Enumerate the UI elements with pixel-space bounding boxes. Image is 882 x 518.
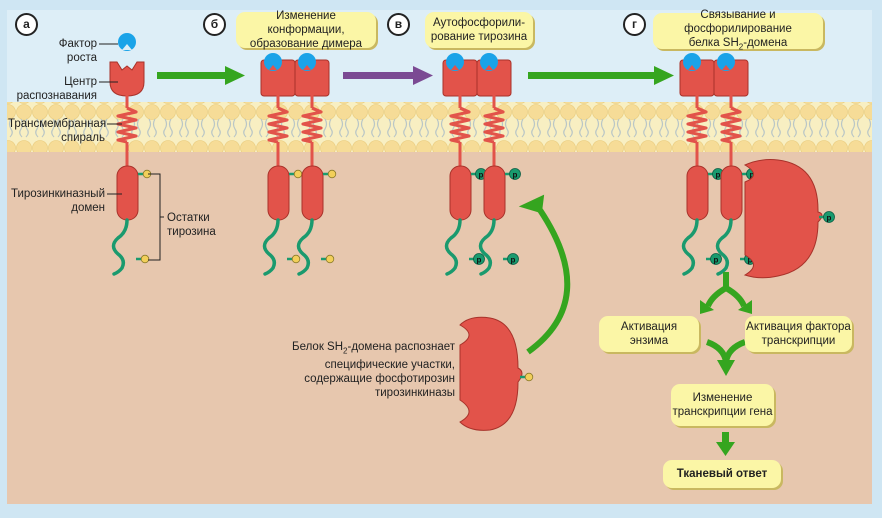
transmembrane-helix: [720, 106, 742, 144]
phosphate-label: p: [513, 171, 518, 180]
recognition-center: [109, 61, 145, 97]
caption-dimerization: Изменение конформации,образование димера: [236, 10, 376, 50]
growth-factor-icon: [683, 53, 701, 71]
receptor-monomer: [109, 33, 152, 276]
tyrosine-kinase-domain: [686, 165, 709, 221]
growth-factor-icon: [480, 53, 498, 71]
growth-factor-icon: [298, 53, 316, 71]
tyrosine-kinase-domain: [267, 165, 290, 221]
flow-arrow-merge: [705, 339, 747, 376]
transmembrane-helix: [267, 106, 289, 144]
phosphate-label: p: [748, 256, 753, 265]
phosphate-label: p: [714, 256, 719, 265]
panel-letter-a: а: [15, 13, 38, 36]
phosphate-label: p: [511, 256, 516, 265]
tyrosine-residue-icon: [293, 169, 303, 179]
phosphate-icon: [473, 253, 485, 265]
receptor-tail: [444, 218, 462, 276]
leader-lines: [99, 43, 164, 261]
phosphate-label: p: [479, 171, 484, 180]
transmembrane-helix: [483, 106, 505, 144]
curved-arrow-sh2: [518, 194, 571, 355]
growth-factor-icon: [717, 53, 735, 71]
label-sh2-recognition: Белок SH2-домена распознает специфически…: [292, 341, 455, 400]
tyrosine-residue-icon: [291, 254, 301, 264]
tyrosine-residue-icon: [524, 372, 534, 382]
sh2-protein-free: [459, 316, 534, 431]
sh2-protein-bound: p: [743, 159, 835, 279]
tyrosine-residue-icon: [140, 254, 150, 264]
tyrosine-kinase-domain: [449, 165, 472, 221]
receptor-tail: [681, 218, 699, 276]
receptor-tail: [111, 218, 129, 276]
box-tissue-response: Тканевый ответ: [663, 460, 781, 488]
transmembrane-helix: [686, 106, 708, 144]
transmembrane-helix: [301, 106, 323, 144]
phosphate-label: p: [827, 214, 832, 223]
caption-autophosphorylation: Аутофосфорили-рование тирозина: [425, 12, 533, 48]
phosphate-icon: [823, 211, 835, 223]
cell-membrane: [7, 102, 872, 152]
arrow-a-to-b: [157, 66, 245, 85]
tyrosine-kinase-domain: [720, 165, 743, 221]
phosphate-label: p: [477, 256, 482, 265]
receptor-tail: [715, 218, 733, 276]
growth-factor-icon: [118, 33, 136, 51]
receptor-dimer-phosphorylated: p p p p: [442, 53, 521, 276]
receptor-tail: [262, 218, 280, 276]
tyrosine-kinase-domain: [116, 165, 139, 221]
sh2-domain-protein: [743, 159, 823, 279]
growth-factor-icon: [446, 53, 464, 71]
phosphate-icon: [507, 253, 519, 265]
receptor-tail: [478, 218, 496, 276]
growth-factor-icon: [264, 53, 282, 71]
receptor-tail: [296, 218, 314, 276]
transmembrane-helix: [116, 106, 138, 144]
phosphate-icon: [509, 168, 521, 180]
receptor-dimer-sh2-bound: p p p p: [679, 53, 758, 276]
transmembrane-helix: [449, 106, 471, 144]
panel-letter-c: в: [387, 13, 410, 36]
receptor-dimer: [260, 53, 337, 276]
arrow-b-to-c: [343, 66, 433, 85]
tyrosine-kinase-domain: [483, 165, 506, 221]
tyrosine-residue-icon: [327, 169, 337, 179]
panel-letter-b: б: [203, 13, 226, 36]
panel-letter-d: г: [623, 13, 646, 36]
flow-arrow-split: [700, 272, 752, 314]
arrow-c-to-d: [528, 66, 674, 85]
phosphate-label: p: [750, 171, 755, 180]
sh2-domain-protein: [459, 316, 523, 431]
flow-arrow-down: [716, 432, 735, 456]
phosphate-label: p: [716, 171, 721, 180]
tyrosine-residue-icon: [325, 254, 335, 264]
tyrosine-kinase-domain: [301, 165, 324, 221]
phosphate-icon: [710, 253, 722, 265]
